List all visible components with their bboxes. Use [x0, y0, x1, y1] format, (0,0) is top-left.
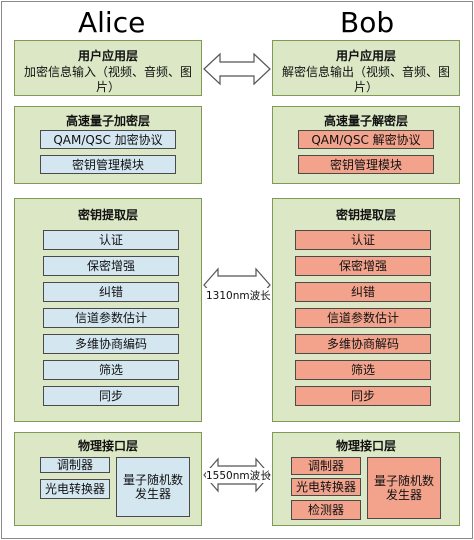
bob-key-item: 多维协商解码 [295, 334, 431, 354]
alice-key-item: 信道参数估计 [43, 308, 179, 328]
bob-key-item: 同步 [295, 386, 431, 406]
bob-physical-item: 调制器 [291, 457, 361, 475]
bob-application-text: 解密信息输出（视频、音频、图片） [281, 65, 450, 94]
alice-key-item: 筛选 [43, 360, 179, 380]
alice-key-item: 认证 [43, 230, 179, 250]
bob-quantum-item: 密钥管理模块 [298, 155, 434, 174]
alice-quantum-layer: 高速量子加密层 QAM/QSC 加密协议 密钥管理模块 [14, 106, 202, 184]
bob-key-extraction-layer: 密钥提取层 认证 保密增强 纠错 信道参数估计 多维协商解码 筛选 同步 [272, 198, 460, 422]
bob-key-extraction-title: 密钥提取层 [335, 208, 396, 222]
alice-key-item: 保密增强 [43, 256, 179, 276]
bob-physical-layer: 物理接口层 调制器 光电转换器 检测器 量子随机数发生器 [272, 432, 460, 526]
bob-key-item: 保密增强 [295, 256, 431, 276]
bob-key-item: 认证 [295, 230, 431, 250]
key-link-label: 1310nm波长 [206, 288, 271, 303]
alice-physical-item: 光电转换器 [40, 479, 110, 499]
bob-physical-title: 物理接口层 [335, 439, 396, 453]
alice-application-title: 用户应用层 [77, 49, 138, 63]
bob-quantum-title: 高速量子解密层 [323, 114, 408, 128]
alice-rng-box: 量子随机数发生器 [116, 457, 190, 517]
alice-application-text: 加密信息输入（视频、音频、图片） [23, 65, 192, 94]
alice-key-item: 同步 [43, 386, 179, 406]
alice-physical-item: 调制器 [40, 457, 110, 473]
bob-header: Bob [340, 6, 395, 39]
bob-application-layer: 用户应用层 解密信息输出（视频、音频、图片） [272, 40, 460, 96]
alice-quantum-item: QAM/QSC 加密协议 [40, 130, 176, 149]
alice-key-extraction-title: 密钥提取层 [77, 208, 138, 222]
bob-physical-item: 检测器 [291, 500, 361, 520]
bob-key-item: 筛选 [295, 360, 431, 380]
bob-application-title: 用户应用层 [335, 49, 396, 63]
alice-key-extraction-layer: 密钥提取层 认证 保密增强 纠错 信道参数估计 多维协商编码 筛选 同步 [14, 198, 202, 422]
physical-link-label: 1550nm波长 [206, 468, 271, 483]
alice-key-item: 纠错 [43, 282, 179, 302]
alice-physical-layer: 物理接口层 调制器 光电转换器 量子随机数发生器 [14, 432, 202, 526]
alice-header: Alice [78, 6, 146, 39]
bob-physical-item: 光电转换器 [291, 478, 361, 496]
alice-quantum-item: 密钥管理模块 [40, 155, 176, 174]
bob-key-item: 纠错 [295, 282, 431, 302]
alice-key-item: 多维协商编码 [43, 334, 179, 354]
bob-rng-box: 量子随机数发生器 [367, 457, 441, 519]
alice-application-layer: 用户应用层 加密信息输入（视频、音频、图片） [14, 40, 202, 96]
bob-quantum-layer: 高速量子解密层 QAM/QSC 解密协议 密钥管理模块 [272, 106, 460, 184]
alice-quantum-title: 高速量子加密层 [65, 114, 150, 128]
bob-key-item: 信道参数估计 [295, 308, 431, 328]
application-double-arrow-icon [203, 52, 271, 86]
alice-physical-title: 物理接口层 [77, 439, 138, 453]
bob-quantum-item: QAM/QSC 解密协议 [298, 130, 434, 149]
